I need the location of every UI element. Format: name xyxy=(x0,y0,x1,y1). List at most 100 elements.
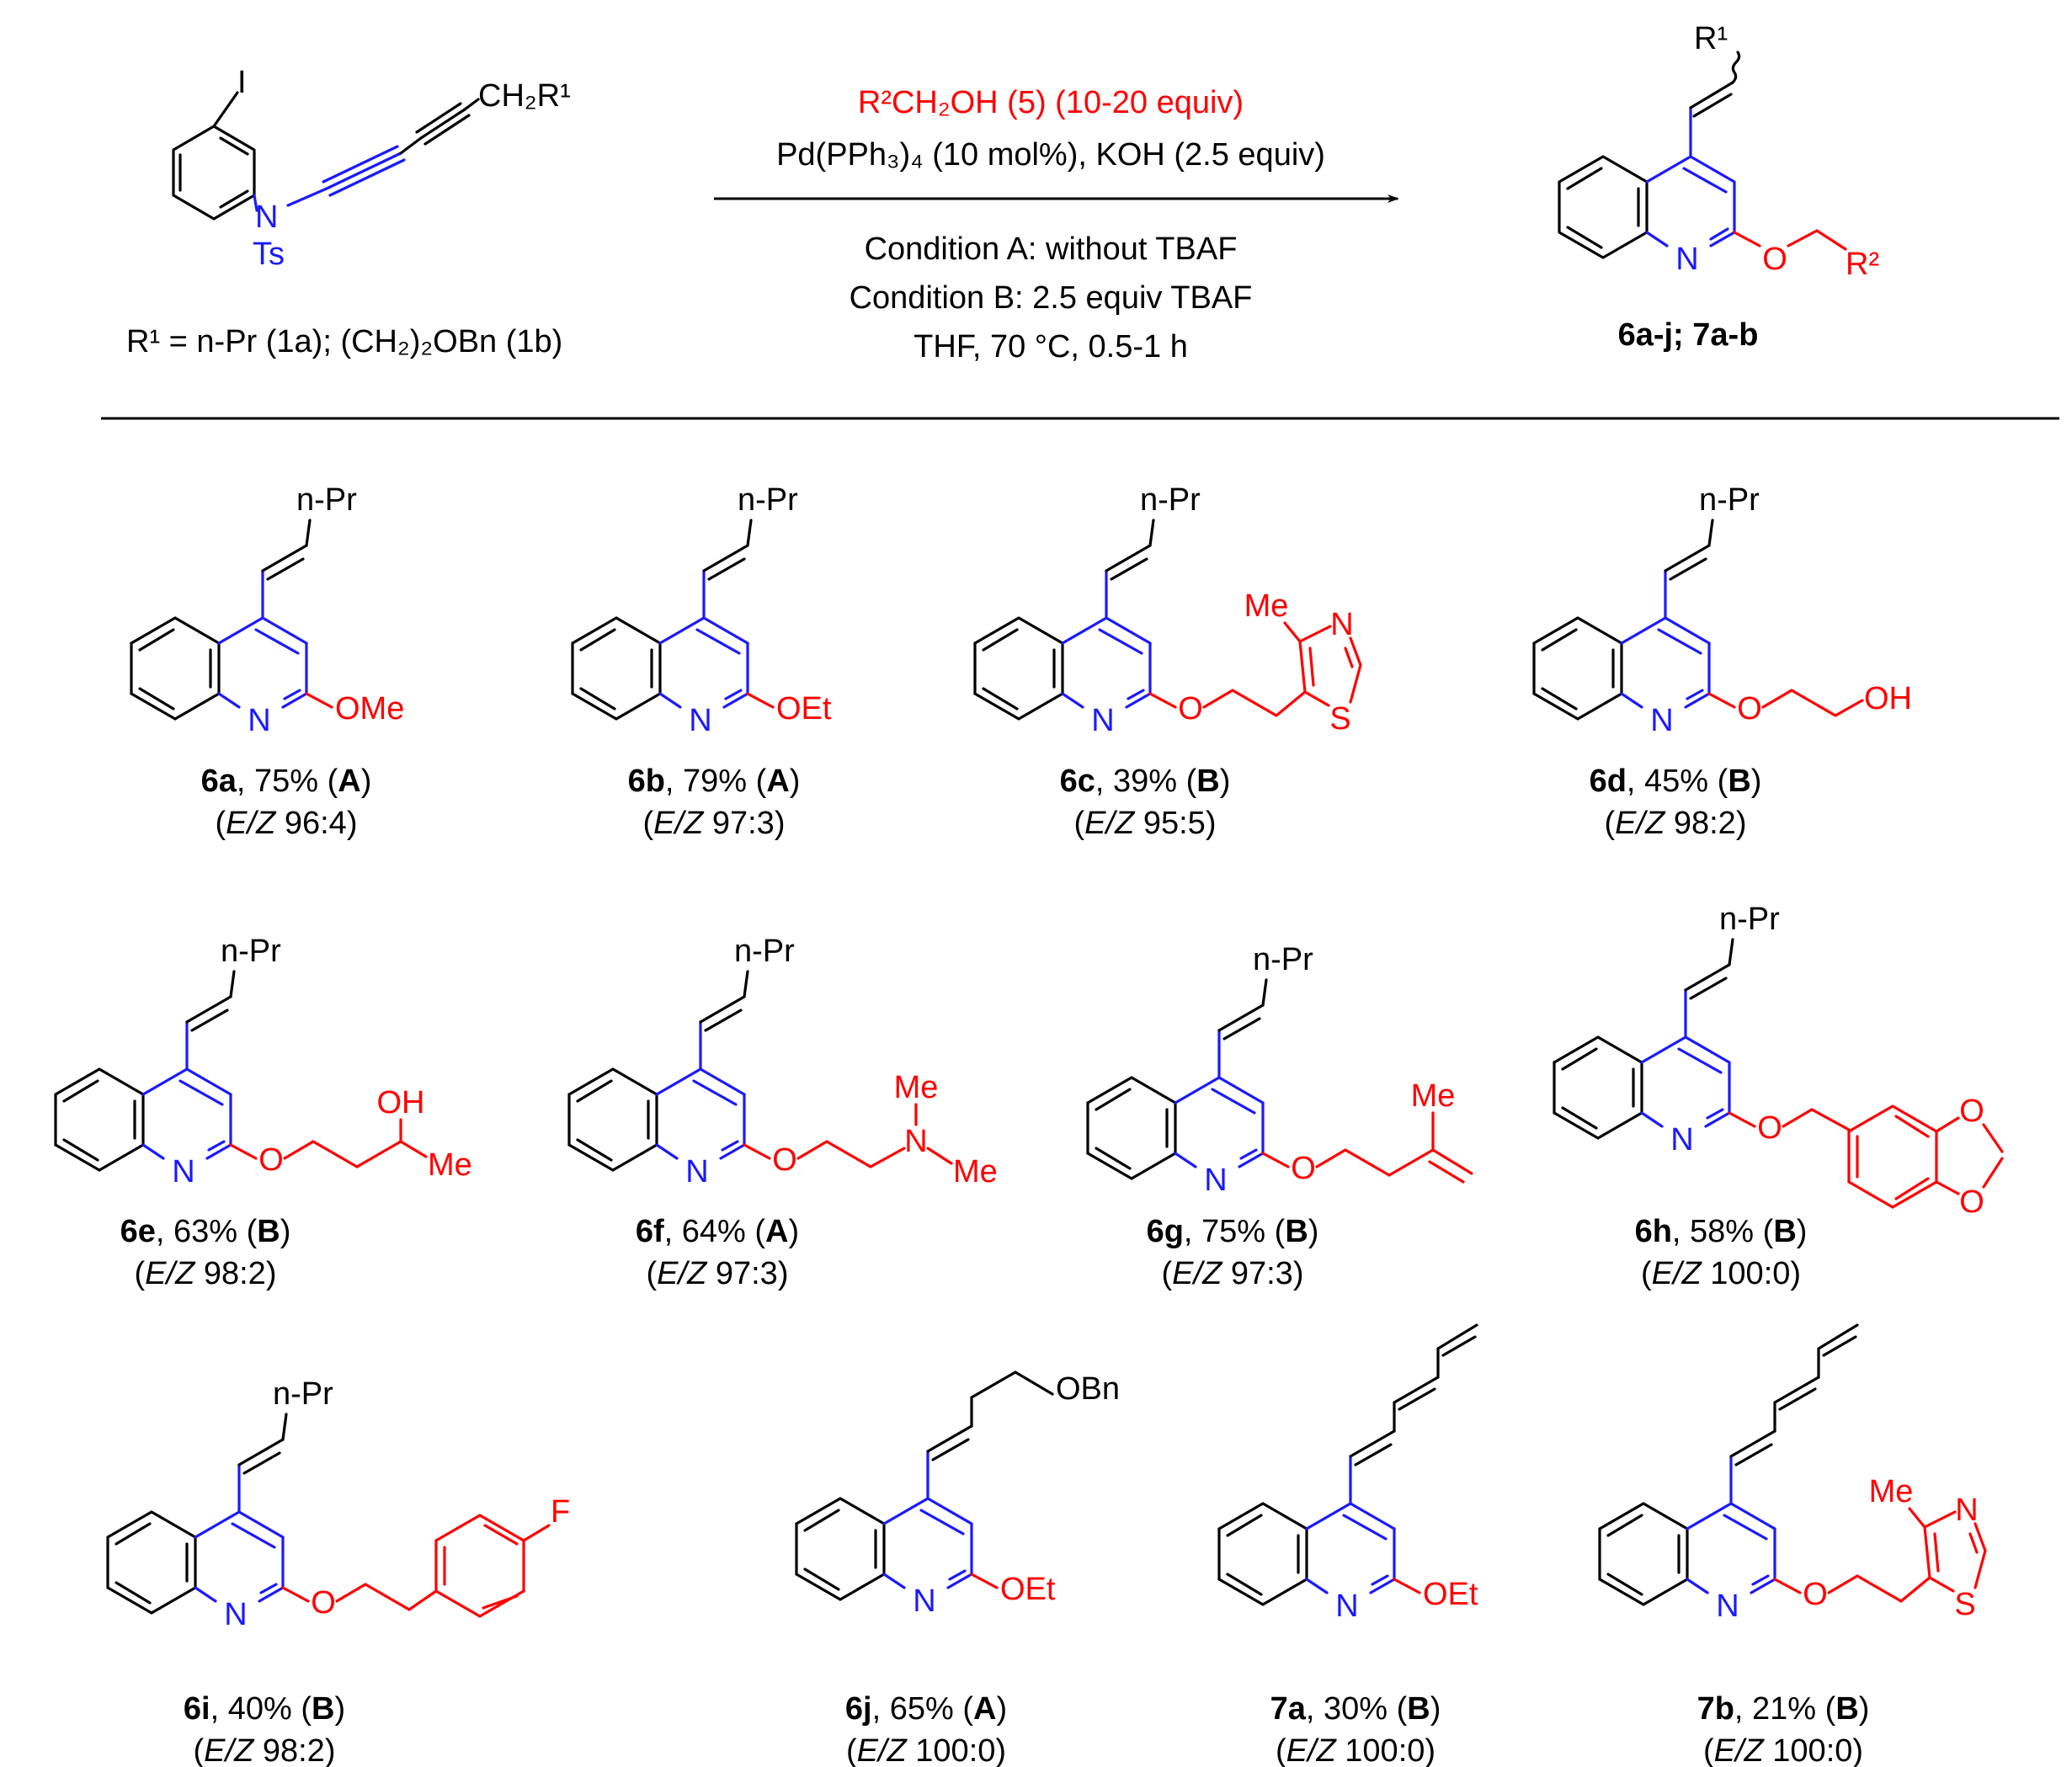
benzo-bond xyxy=(973,616,1020,645)
product-ez-caption: (E/Z 95:5) xyxy=(1074,806,1217,841)
benzo-double-bond xyxy=(576,1079,613,1103)
pyridine-bond xyxy=(261,616,308,645)
n-propyl-label: n-Pr xyxy=(1140,482,1201,518)
yield-text: , 79% ( xyxy=(665,764,767,799)
compound-id: 6i xyxy=(184,1691,210,1727)
benzo-bond xyxy=(1596,1111,1643,1140)
product-yield-caption: 6a, 75% (A) xyxy=(201,764,372,799)
ether-oxygen-label: O xyxy=(1803,1577,1828,1612)
pyridine-bond xyxy=(1061,616,1108,645)
benzo-bond xyxy=(1532,692,1579,721)
pyridine-bond xyxy=(217,616,264,645)
pyridine-double-bond xyxy=(1706,1108,1724,1120)
methyl-label: Me xyxy=(1869,1474,1914,1509)
amine-n-label: N xyxy=(904,1124,927,1159)
ring-nitrogen-label: N xyxy=(685,1154,708,1190)
pyridine-bond xyxy=(702,616,749,645)
ez-ratio: 95:5) xyxy=(1134,806,1216,841)
benzo-double-bond xyxy=(115,1581,152,1605)
ring-nitrogen-label: N xyxy=(1335,1589,1358,1624)
aryl-bond xyxy=(478,1514,525,1542)
compound-id: 6e xyxy=(120,1214,156,1249)
obn-label: OBn xyxy=(1056,1371,1120,1407)
alkene-bond xyxy=(305,519,312,547)
thiazole-bond xyxy=(1349,636,1362,667)
aryl-double-bond xyxy=(482,1594,519,1610)
benzo-bond xyxy=(54,1143,101,1172)
pyridine-bond xyxy=(1174,1152,1197,1168)
chain-bond xyxy=(1014,1370,1054,1396)
dioxole-bond xyxy=(1982,1157,2004,1189)
thiazole-bond xyxy=(1298,640,1307,694)
chain-bond xyxy=(399,1140,428,1158)
general-product-structure: N O R² R¹ 6a-j; 7a-b xyxy=(1558,21,1879,353)
benzo-bond xyxy=(130,692,177,721)
pyridine-bond xyxy=(141,1067,189,1096)
compound-id: 6c xyxy=(1060,764,1095,799)
ez-ratio: 96:4) xyxy=(275,806,357,841)
methyl-label: Me xyxy=(1411,1078,1456,1114)
product-ez-caption: (E/Z 100:0) xyxy=(1641,1256,1801,1291)
alkene-bond xyxy=(261,544,308,572)
alkene-bond xyxy=(1707,519,1714,547)
ez-ratio: 100:0) xyxy=(1336,1733,1435,1767)
ez-ratio: 100:0) xyxy=(907,1733,1006,1767)
benzo-bond xyxy=(1596,1035,1643,1064)
alkoxy-label: OEt xyxy=(1423,1577,1478,1612)
o-bond xyxy=(1773,1578,1802,1594)
alkene-double-bond xyxy=(704,1009,743,1032)
pyridine-double-bond xyxy=(1098,628,1143,655)
alkene-bond xyxy=(699,995,746,1024)
chain-bond xyxy=(355,1140,402,1168)
product-yield-caption: 6h, 58% (B) xyxy=(1635,1214,1808,1249)
benzo-double-bond xyxy=(1541,628,1578,652)
benzo-bond xyxy=(106,1510,153,1539)
pyridine-bond xyxy=(1750,1578,1776,1594)
methyl-bond xyxy=(1283,621,1302,643)
benzo-bond xyxy=(150,1586,197,1615)
alkene-double-bond xyxy=(1222,1017,1261,1041)
pyridine-bond xyxy=(185,1067,232,1096)
pyridine-double-bond xyxy=(1127,689,1145,700)
alkene-bond xyxy=(1261,978,1268,1007)
diene-double-bond xyxy=(1778,1387,1817,1411)
thiazole-bond xyxy=(1923,1510,1957,1529)
fluoro-bond xyxy=(522,1524,551,1542)
benzo-bond xyxy=(839,1497,886,1525)
thiazole-n-label: N xyxy=(1955,1493,1978,1528)
chain-bond xyxy=(407,1589,438,1611)
condition-letter: B xyxy=(1728,764,1750,799)
benzo-bond xyxy=(1553,1035,1600,1064)
dioxole-o-label: O xyxy=(1959,1184,1984,1220)
chain-bond xyxy=(1202,689,1234,709)
benzo-bond xyxy=(1553,1111,1600,1140)
benzo-double-bond xyxy=(1561,1106,1598,1130)
pyridine-bond xyxy=(237,1510,285,1539)
benzo-double-bond xyxy=(982,628,1019,652)
thiazole-bond xyxy=(1303,690,1330,707)
benzo-bond xyxy=(1130,1152,1177,1180)
pyridine-bond xyxy=(1105,616,1152,645)
terminal-alkene-double-bond xyxy=(1822,1335,1857,1357)
alkene-bond xyxy=(185,995,232,1024)
compound-id: 6j xyxy=(845,1691,872,1727)
alkene-double-bond xyxy=(1669,557,1707,581)
compound-id: 6g xyxy=(1147,1214,1184,1249)
pyridine-bond xyxy=(281,692,308,709)
product-ez-caption: (E/Z 97:3) xyxy=(1162,1256,1304,1291)
benzo-bond xyxy=(1598,1502,1645,1530)
benzo-bond xyxy=(1642,1502,1689,1530)
pyridine-bond xyxy=(1305,1502,1352,1530)
nitrogen-label: N xyxy=(255,200,278,235)
alkoxy-label: OEt xyxy=(776,691,832,726)
fluoro-label: F xyxy=(551,1494,570,1530)
n-propyl-label: n-Pr xyxy=(273,1376,333,1412)
yield-text: , 40% ( xyxy=(210,1691,312,1727)
benzodioxole-bond xyxy=(1891,1180,1938,1209)
product-yield-caption: 6g, 75% (B) xyxy=(1147,1214,1319,1249)
alkene-double-bond xyxy=(931,1438,970,1461)
